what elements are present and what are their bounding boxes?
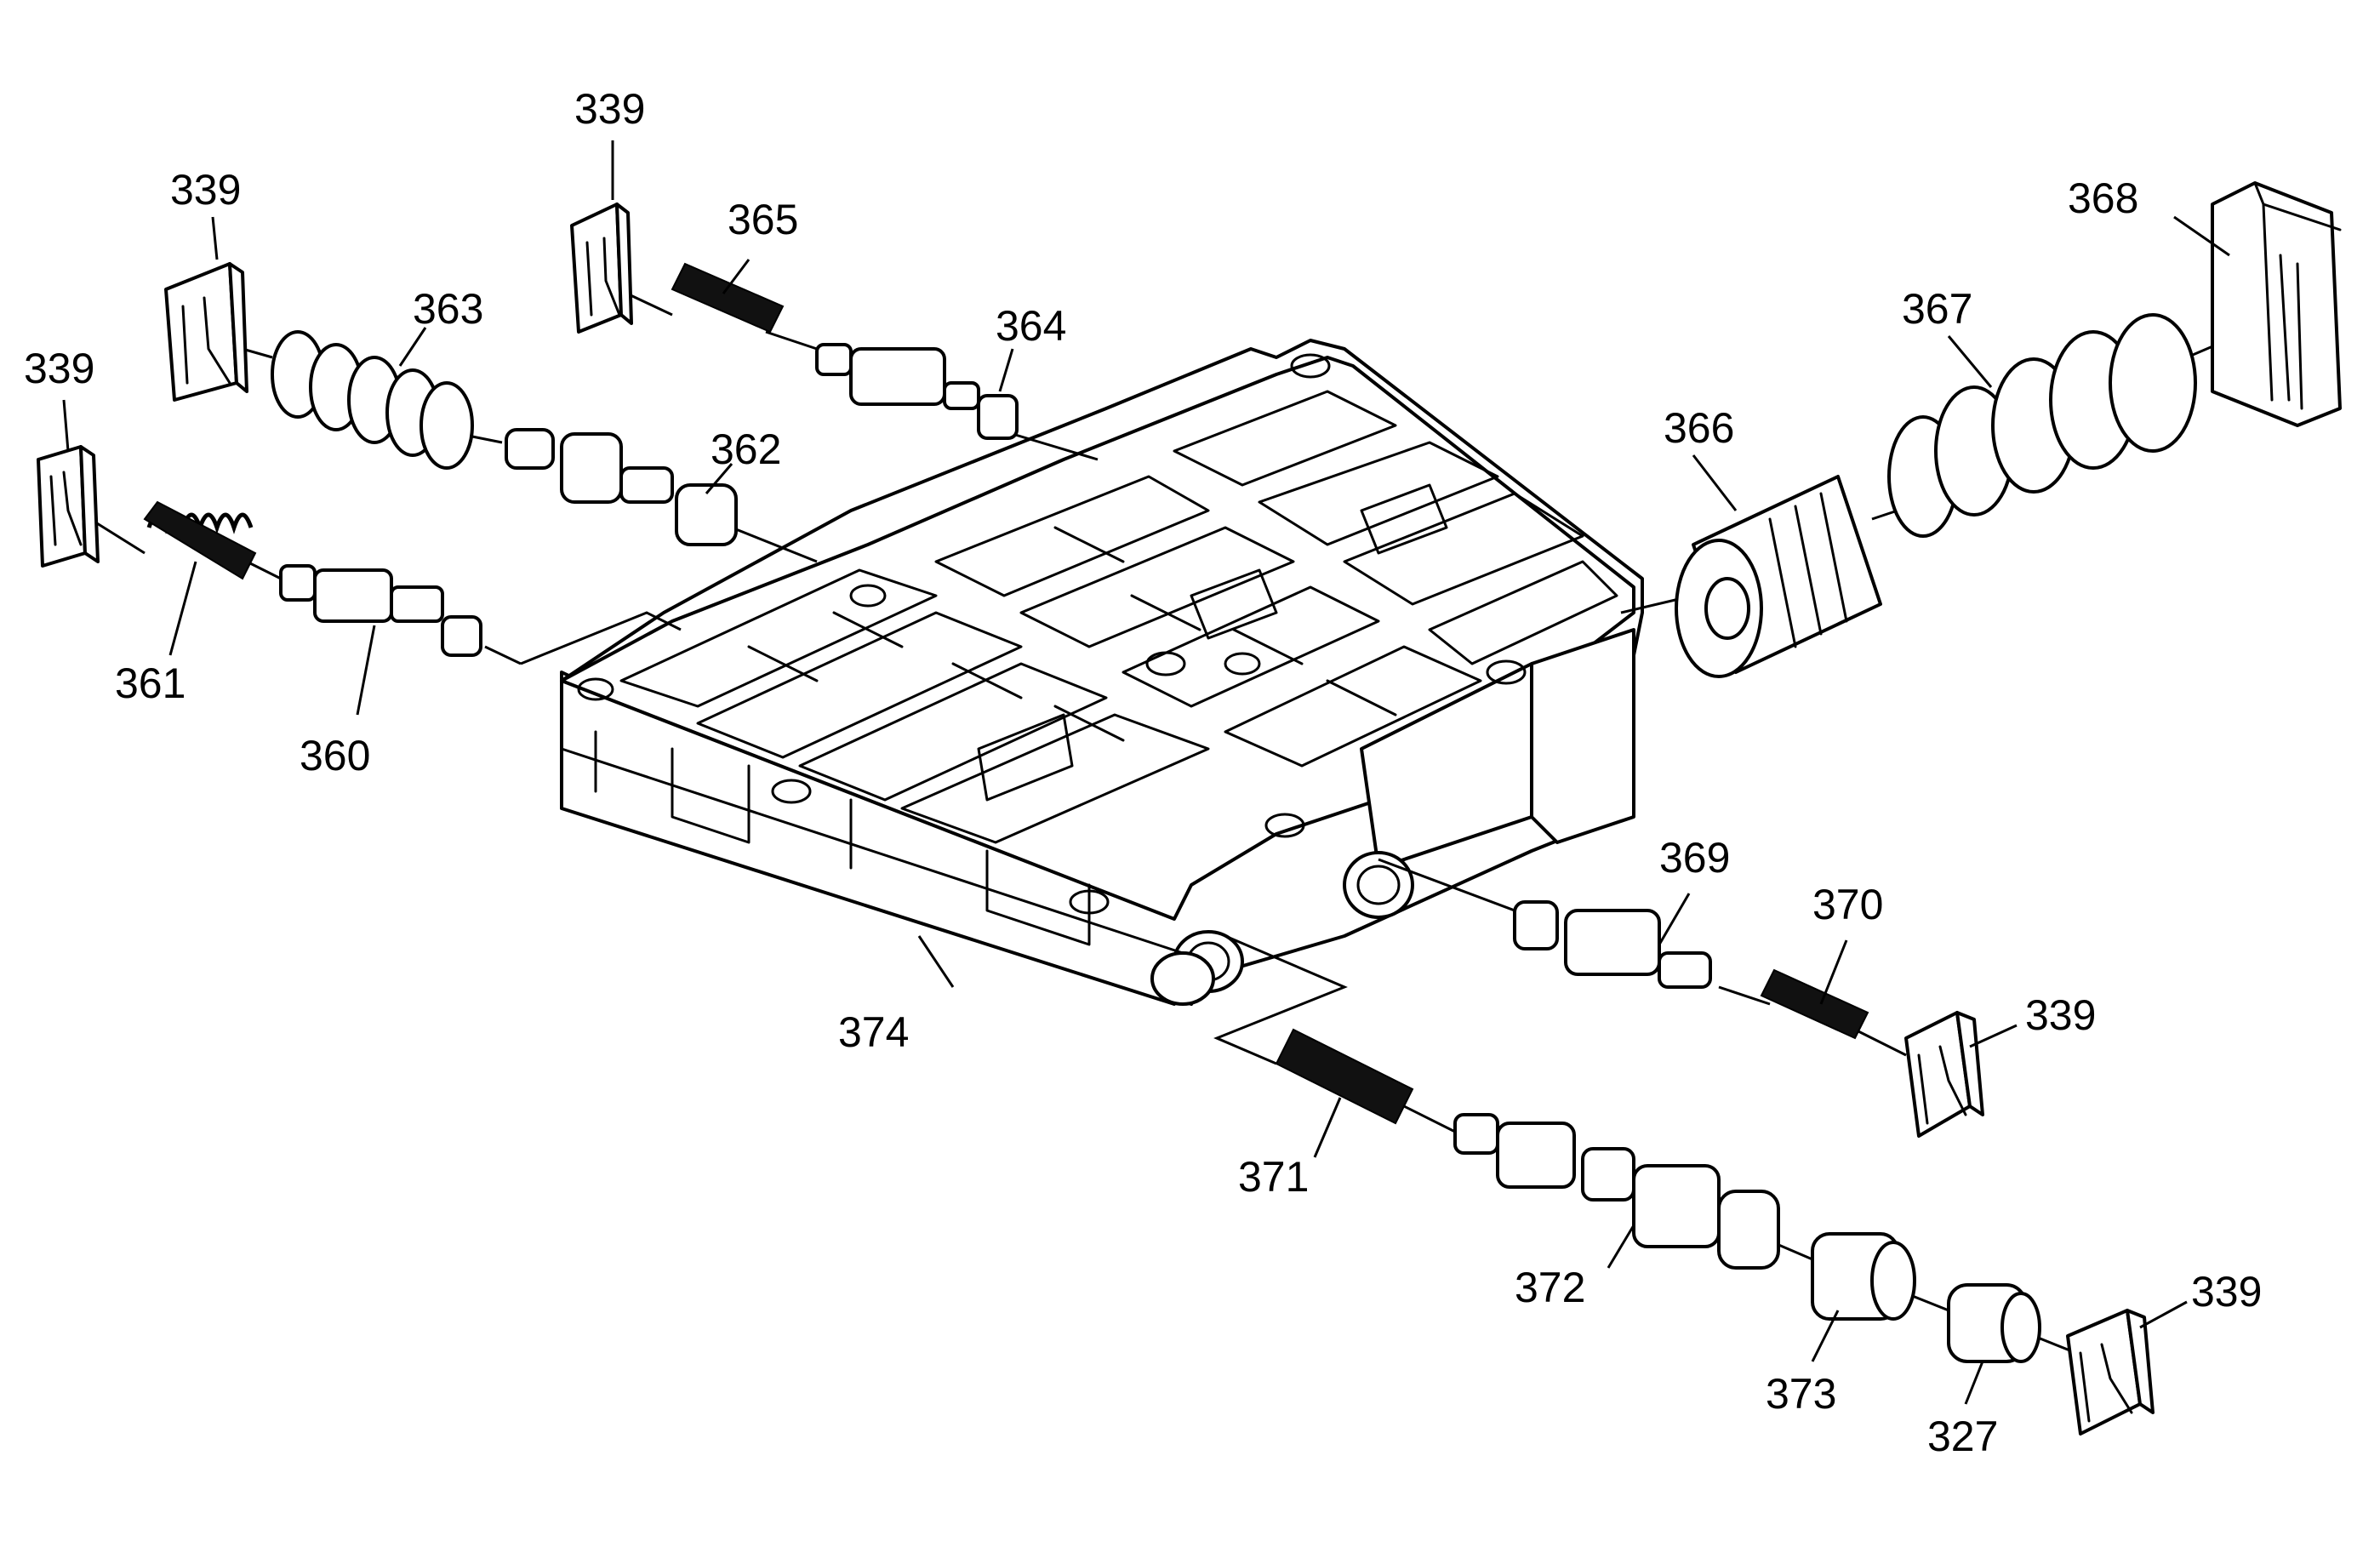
spring-370: [1760, 968, 1869, 1040]
valve-369: [1513, 900, 1712, 989]
piston-366: [1675, 475, 1882, 678]
callout-372: 372: [1515, 1264, 1585, 1311]
valve-362: [505, 428, 738, 546]
callout-368: 368: [2068, 174, 2138, 222]
valve-364: [815, 343, 1019, 440]
callout-339-lower-right: 339: [2191, 1268, 2262, 1316]
callout-374: 374: [838, 1008, 909, 1056]
callout-339-upper-left: 339: [170, 166, 241, 214]
callout-labels: 339 339 339 339 339 327 360 361 362 363 …: [24, 85, 2262, 1460]
spring-363: [271, 330, 474, 470]
callout-367: 367: [1902, 285, 1972, 333]
callout-364: 364: [996, 302, 1066, 350]
callout-360: 360: [300, 732, 370, 779]
spring-371: [1275, 1028, 1414, 1125]
valve-372: [1453, 1113, 1780, 1270]
callout-327: 327: [1927, 1413, 1998, 1460]
callout-339-top: 339: [574, 85, 645, 133]
callout-339-left: 339: [24, 345, 94, 392]
callout-365: 365: [728, 196, 798, 243]
spring-367: [1887, 313, 2197, 538]
callout-339-right: 339: [2025, 991, 2096, 1039]
callout-361: 361: [115, 659, 185, 707]
sleeve-373: [1811, 1232, 1916, 1321]
callout-leaders: [62, 140, 2230, 1405]
retainer-plate-368: [2211, 181, 2342, 427]
callout-370: 370: [1812, 881, 1883, 928]
retainer-clip-339-upper-left: [164, 262, 248, 402]
retainer-clip-339-top: [570, 203, 633, 334]
spring-361: [143, 500, 257, 580]
plug-327: [1947, 1283, 2041, 1363]
valve-360: [279, 564, 482, 657]
retainer-clip-339-left: [37, 445, 100, 568]
valve-body: [560, 339, 1644, 1006]
callout-363: 363: [413, 285, 483, 333]
retainer-clip-339-right: [1904, 1011, 1984, 1138]
callout-369: 369: [1659, 834, 1730, 882]
callout-371: 371: [1238, 1153, 1309, 1201]
callout-362: 362: [711, 425, 781, 473]
spring-365: [671, 262, 785, 334]
callout-366: 366: [1664, 404, 1734, 452]
callout-373: 373: [1766, 1370, 1836, 1418]
retainer-clip-339-lower-right: [2066, 1309, 2155, 1436]
